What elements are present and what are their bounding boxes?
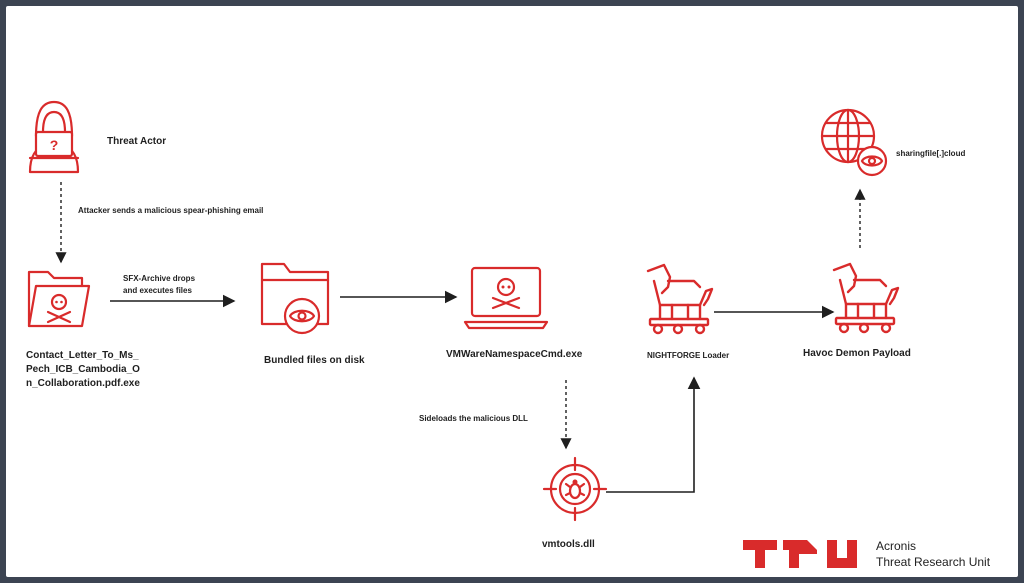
nightforge-label: NIGHTFORGE Loader — [647, 351, 730, 360]
vmware-cmd-label: VMWareNamespaceCmd.exe — [446, 349, 583, 360]
sfx-archive-label-line-3: n_Collaboration.pdf.exe — [26, 378, 140, 389]
globe-eye-icon — [820, 108, 888, 177]
svg-text:?: ? — [50, 137, 59, 153]
vmtools-label: vmtools.dll — [542, 539, 595, 550]
diagram-canvas: ? Threat Actor Attacker sends a maliciou… — [6, 6, 1018, 577]
sharingfile-label: sharingfile[.]cloud — [896, 149, 966, 158]
brand-company: Acronis — [876, 539, 917, 553]
email-edge-label: Attacker sends a malicious spear-phishin… — [78, 206, 264, 215]
connector-layer — [55, 182, 866, 493]
sfx-archive-label-line-1: Contact_Letter_To_Ms_ — [26, 350, 139, 361]
sideload-edge-label: Sideloads the malicious DLL — [419, 414, 528, 423]
sfx-drop-label-line-1: SFX-Archive drops — [123, 274, 196, 283]
havoc-label: Havoc Demon Payload — [803, 348, 911, 359]
edge-vmtools-to-nightforge — [606, 376, 701, 493]
laptop-skull-icon — [463, 266, 549, 330]
poison-folder-icon — [27, 270, 91, 328]
tru-logo-icon — [743, 540, 857, 568]
sfx-drop-label-line-2: and executes files — [123, 286, 192, 295]
bundled-files-label: Bundled files on disk — [264, 355, 365, 366]
brand-unit: Threat Research Unit — [876, 555, 991, 569]
hacker-icon: ? — [28, 100, 80, 174]
threat-actor-label: Threat Actor — [107, 136, 167, 147]
folder-eye-icon — [260, 262, 330, 335]
target-bug-icon — [542, 456, 608, 522]
trojan-horse-icon — [832, 262, 900, 334]
sfx-archive-label-line-2: Pech_ICB_Cambodia_O — [26, 364, 140, 375]
trojan-horse-icon — [646, 263, 714, 335]
